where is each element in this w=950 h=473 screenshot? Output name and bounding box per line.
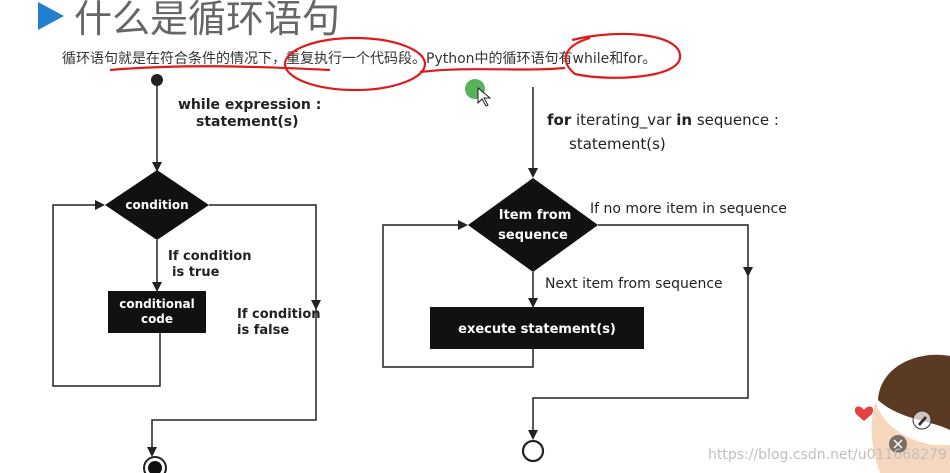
- underline-annotation-2: [420, 68, 565, 72]
- circle-annotation-2: [566, 34, 680, 78]
- underline-annotation: [110, 66, 330, 70]
- next-item-label: Next item from sequence: [545, 276, 723, 292]
- while-flowchart: while expression : statement(s) conditio…: [53, 74, 321, 473]
- item-decision-diamond: [468, 178, 598, 272]
- heart-icon: [855, 407, 873, 421]
- if-false-label-2: is false: [237, 323, 289, 338]
- decision-label: Item from: [499, 208, 571, 223]
- if-false-label: If condition: [237, 307, 321, 322]
- for-flowchart: for iterating_var in sequence : statemen…: [383, 87, 787, 461]
- red-annotations: [110, 34, 680, 90]
- start-dot: [151, 74, 163, 86]
- while-syntax-line1: while expression :: [178, 97, 321, 113]
- no-more-line: [598, 225, 748, 275]
- decision-label-2: sequence: [498, 228, 568, 243]
- if-true-label: If condition: [168, 249, 252, 264]
- condition-label: condition: [125, 198, 188, 212]
- for-var: iterating_var: [571, 111, 676, 130]
- while-syntax-line2: statement(s): [196, 114, 299, 130]
- end-circle: [523, 441, 543, 461]
- exit-line: [533, 275, 748, 438]
- if-true-label-2: is true: [172, 265, 220, 280]
- watermark: https://blog.csdn.net/u011668279: [708, 447, 947, 463]
- no-more-label: If no more item in sequence: [590, 201, 787, 217]
- for-syntax-line1: for iterating_var in sequence :: [547, 111, 779, 130]
- for-sequence: sequence :: [692, 111, 779, 129]
- for-syntax-line2: statement(s): [569, 135, 666, 153]
- for-keyword: for: [547, 111, 572, 129]
- in-keyword: in: [676, 111, 692, 129]
- execute-label: execute statement(s): [458, 322, 616, 337]
- circle-annotation-1: [285, 38, 425, 90]
- conditional-code-label-2: code: [141, 312, 173, 326]
- conditional-code-label: conditional: [119, 297, 194, 311]
